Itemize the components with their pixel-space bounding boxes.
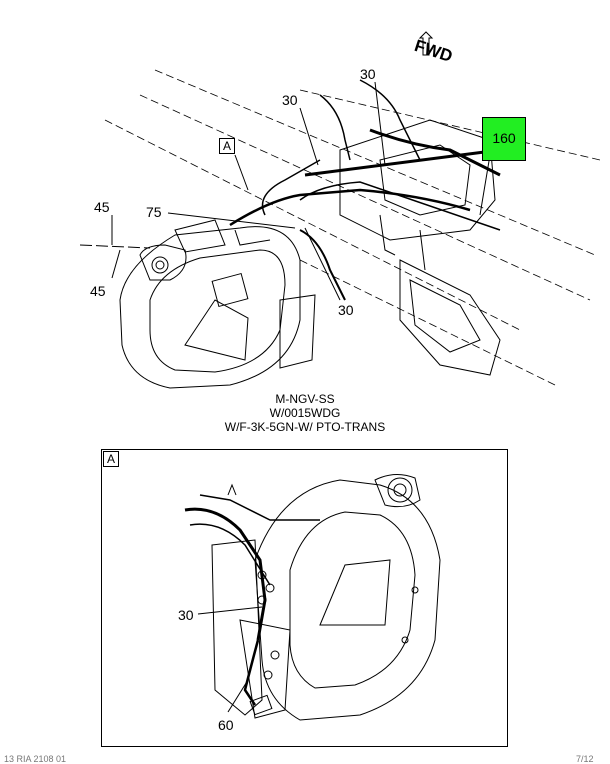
callout-75: 75 [146,204,162,220]
callout-30-top-left: 30 [282,92,298,108]
callout-30-right: 30 [338,302,354,318]
footer-drawing-number: 13 RIA 2108 01 [4,754,67,764]
detail-view-a-frame [101,449,508,747]
detail-callout-30: 30 [178,607,194,623]
caption-line-3: W/F-3K-5GN-W/ PTO-TRANS [224,420,386,434]
callout-160-highlight: 160 [482,117,526,161]
footer-page: 7/12 [576,754,594,764]
caption-line-2: W/0015WDG [269,406,341,420]
callout-45-top: 45 [94,199,110,215]
detail-view-marker-a: A [103,451,119,467]
callout-30-top-right: 30 [360,66,376,82]
main-assembly-drawing [79,31,601,389]
callout-45-bottom: 45 [90,283,106,299]
view-marker-a: A [219,138,235,154]
detail-callout-60: 60 [218,717,234,733]
callout-160: 160 [492,130,516,146]
caption-line-1: M-NGV-SS [275,392,335,406]
